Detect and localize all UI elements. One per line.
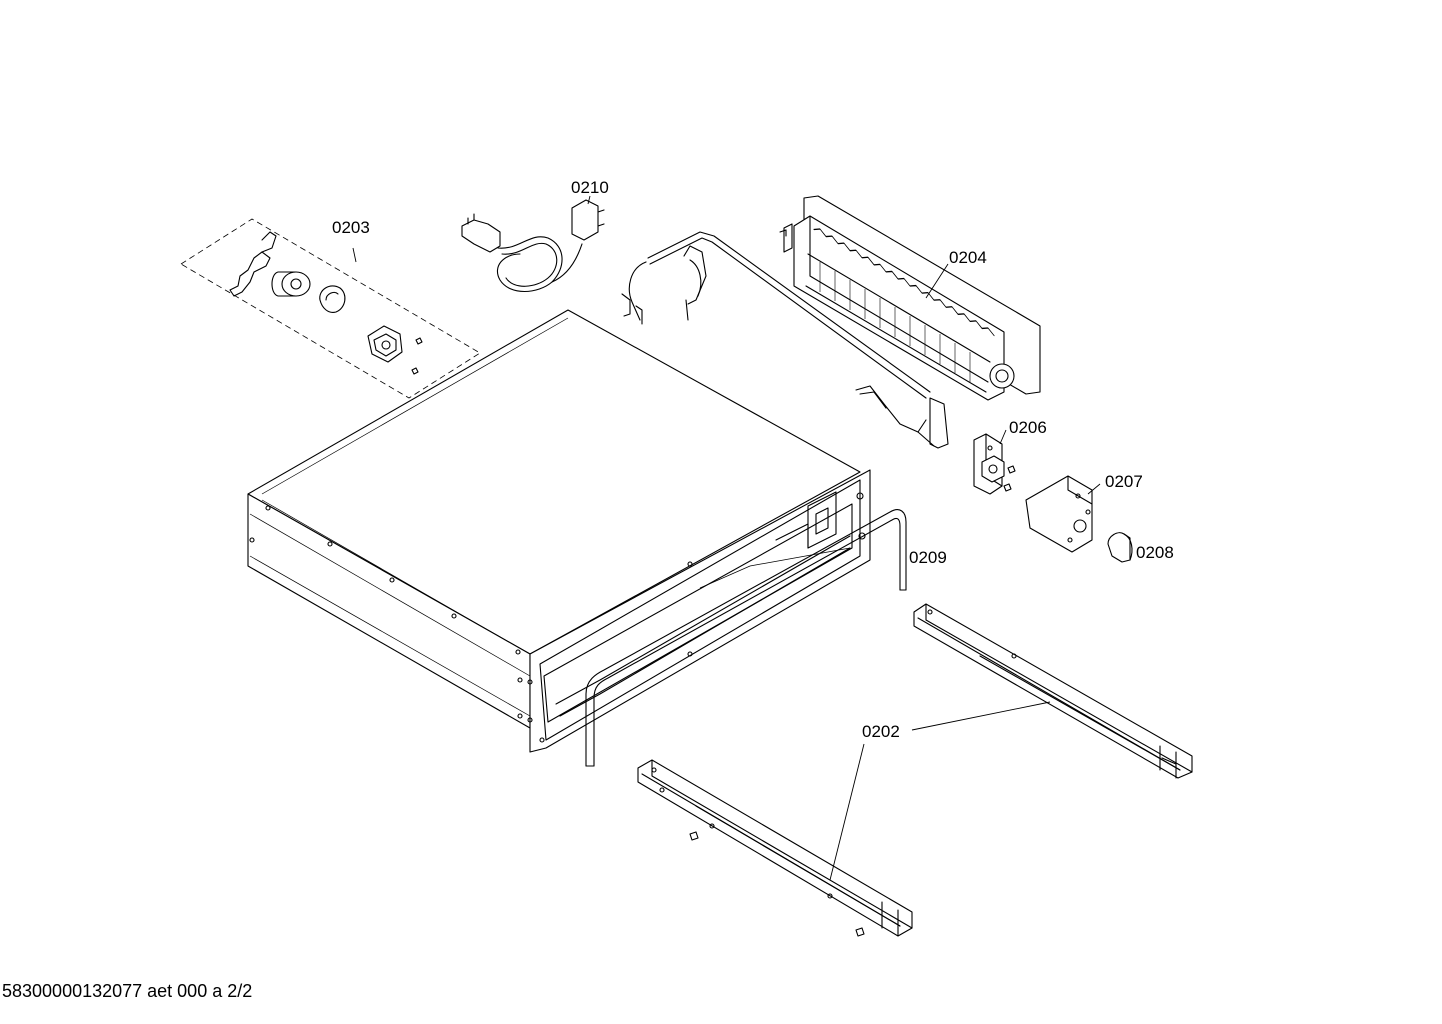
part-0206-switch [973,429,1016,495]
label-0202: 0202 [862,722,900,741]
label-0207: 0207 [1105,472,1143,491]
label-0208: 0208 [1136,543,1174,562]
part-0202-rails [637,603,1193,937]
cabinet-housing [247,309,871,753]
label-0206: 0206 [1009,418,1047,437]
label-0210: 0210 [571,178,609,197]
label-0209: 0209 [909,548,947,567]
part-0207-bracket [1025,475,1101,553]
part-0204-fan-assembly [621,195,1041,449]
part-0208-knob [1107,532,1133,563]
part-0203-assembly [180,218,481,399]
part-0209-gasket [585,509,907,767]
label-0203: 0203 [332,218,370,237]
document-footer: 58300000132077 aet 000 a 2/2 [2,981,253,1001]
part-0210-power-cord [461,195,605,292]
label-0204: 0204 [949,248,987,267]
